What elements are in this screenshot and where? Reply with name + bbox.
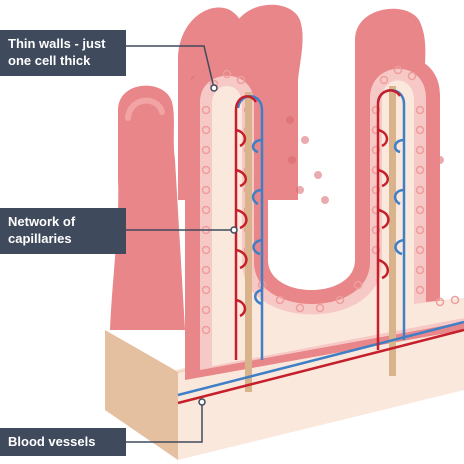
villus-cross-section [185, 56, 464, 380]
label-capillaries-line2: capillaries [8, 230, 118, 247]
lacteal-right [389, 86, 396, 376]
lacteal-left [245, 92, 252, 392]
label-capillaries-line1: Network of [8, 213, 118, 230]
label-thin-walls: Thin walls - just one cell thick [0, 30, 126, 76]
label-thin-walls-line1: Thin walls - just [8, 35, 118, 52]
label-thin-walls-line2: one cell thick [8, 52, 118, 69]
label-blood-vessels-line1: Blood vessels [8, 433, 118, 450]
label-network-of-capillaries: Network of capillaries [0, 208, 126, 254]
label-blood-vessels: Blood vessels [0, 428, 126, 456]
